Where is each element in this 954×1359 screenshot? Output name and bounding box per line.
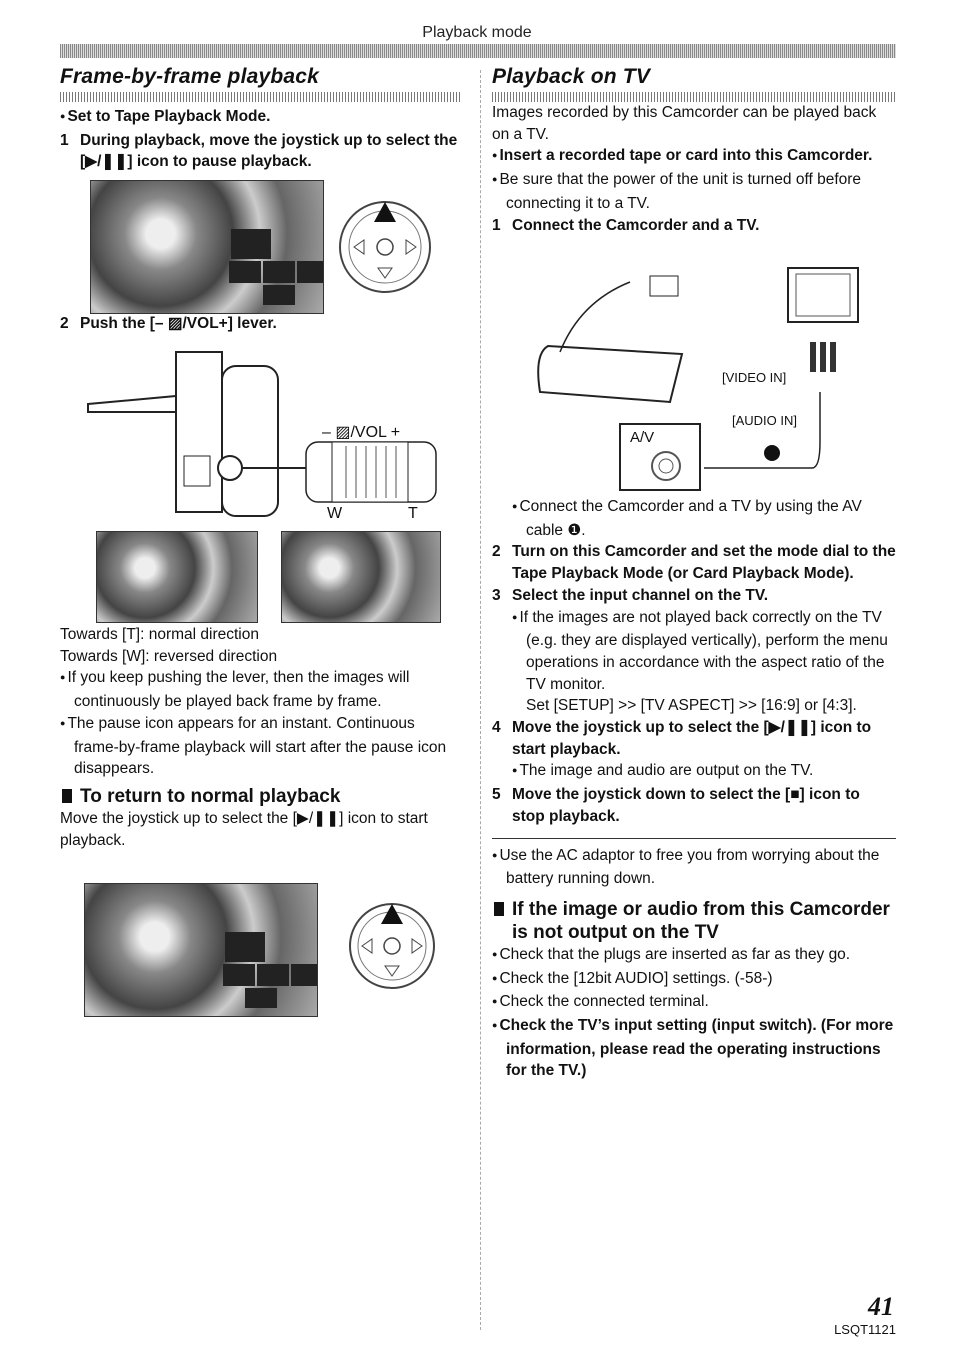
column-divider xyxy=(480,70,481,1330)
trouble-4: Check the TV’s input setting (input swit… xyxy=(492,1015,896,1082)
return-text: Move the joystick up to select the [▶/❚❚… xyxy=(60,809,428,849)
set-mode-text: Set to Tape Playback Mode. xyxy=(60,106,460,130)
section-title-frame-by-frame: Frame-by-frame playback xyxy=(60,65,320,88)
lever-t-label: T xyxy=(408,505,418,522)
divider-line xyxy=(492,837,896,839)
ac-adaptor-text: Use the AC adaptor to free you from worr… xyxy=(492,845,896,890)
tv-step-1: 1 Connect the Camcorder and a TV. xyxy=(492,216,760,234)
insert-tape-text: Insert a recorded tape or card into this… xyxy=(492,145,896,169)
camcorder-icon xyxy=(537,344,684,404)
connect-text: Connect the Camcorder and a TV by using … xyxy=(492,496,896,541)
trouble-1: Check that the plugs are inserted as far… xyxy=(492,944,896,968)
title-underline xyxy=(492,92,896,102)
tv-step-3: 3 Select the input channel on the TV. xyxy=(492,586,769,604)
paused-image xyxy=(90,180,324,314)
square-bullet-icon xyxy=(62,788,72,803)
tv-step-2: 2 Turn on this Camcorder and set the mod… xyxy=(492,543,896,583)
lever-notes: Towards [T]: normal direction Towards [W… xyxy=(60,624,460,851)
right-steps: Connect the Camcorder and a TV by using … xyxy=(492,496,896,1082)
step-3-bullet: If the images are not played back correc… xyxy=(492,607,896,696)
return-subtitle: To return to normal playback xyxy=(60,785,460,808)
tv-step-4: 4 Move the joystick up to select the [▶/… xyxy=(492,719,872,758)
bullet-pause-icon: The pause icon appears for an instant. C… xyxy=(60,713,460,780)
intro-text: Images recorded by this Camcorder can be… xyxy=(492,104,877,143)
av-label: A/V xyxy=(630,429,655,446)
center-icon xyxy=(263,261,295,283)
step-3-set: Set [SETUP] >> [TV ASPECT] >> [16:9] or … xyxy=(526,697,857,715)
bullet-continuous: If you keep pushing the lever, then the … xyxy=(60,667,460,712)
pause-icon xyxy=(231,229,271,259)
step-2: 2 Push the [– ▨/VOL+] lever. xyxy=(60,313,460,335)
camcorder-body xyxy=(175,351,223,513)
lever-w-label: W xyxy=(327,505,343,522)
square-bullet-icon xyxy=(494,901,504,916)
up-arrow-icon xyxy=(381,904,403,924)
camcorder-lever-diagram xyxy=(87,351,437,517)
title-underline xyxy=(60,92,460,102)
step-1-text: During playback, move the joystick up to… xyxy=(80,131,458,171)
audio-in-label: [AUDIO IN] xyxy=(732,413,798,428)
trouble-2: Check the [12bit AUDIO] settings. (-58-) xyxy=(492,968,896,992)
tv-connection-diagram xyxy=(537,267,859,491)
doc-code: LSQT1121 xyxy=(834,1322,896,1337)
playback-image xyxy=(84,883,318,1017)
power-off-text: Be sure that the power of the unit is tu… xyxy=(492,169,896,214)
header-title: Playback mode xyxy=(422,24,532,41)
forward-frame-image xyxy=(281,531,441,623)
lever-icon xyxy=(217,455,243,481)
fast-forward-icon xyxy=(297,261,323,283)
joystick-overlay xyxy=(229,229,323,305)
section-title-playback-tv: Playback on TV xyxy=(492,65,651,88)
right-column: Playback on TV Images recorded by this C… xyxy=(492,64,896,236)
cable-number-icon xyxy=(764,445,780,461)
page-number: 41 xyxy=(868,1292,894,1321)
step-1: 1 During playback, move the joystick up … xyxy=(60,130,460,173)
tv-step-5: 5 Move the joystick down to select the [… xyxy=(492,786,860,825)
lever-label: – ▨/VOL + xyxy=(322,424,401,441)
header-band xyxy=(60,44,896,58)
stop-icon xyxy=(263,285,295,305)
step-4-bullet: The image and audio are output on the TV… xyxy=(492,760,896,784)
trouble-3: Check the connected terminal. xyxy=(492,991,896,1015)
up-arrow-icon xyxy=(374,202,396,222)
reverse-frame-image xyxy=(96,531,258,623)
joystick-diagram-1 xyxy=(339,201,431,293)
joystick-diagram-2 xyxy=(349,903,435,989)
towards-t-text: Towards [T]: normal direction xyxy=(60,626,259,643)
trouble-subtitle: If the image or audio from this Camcorde… xyxy=(492,898,896,944)
ac-adaptor-icon xyxy=(649,275,679,297)
left-column: Frame-by-frame playback Set to Tape Play… xyxy=(60,64,460,173)
av-cable xyxy=(704,392,821,469)
step-2-text: Push the [– ▨/VOL+] lever. xyxy=(80,315,277,332)
step-2-block: 2 Push the [– ▨/VOL+] lever. xyxy=(60,313,460,335)
video-in-label: [VIDEO IN] xyxy=(722,370,787,385)
rewind-icon xyxy=(229,261,261,283)
towards-w-text: Towards [W]: reversed direction xyxy=(60,647,278,665)
